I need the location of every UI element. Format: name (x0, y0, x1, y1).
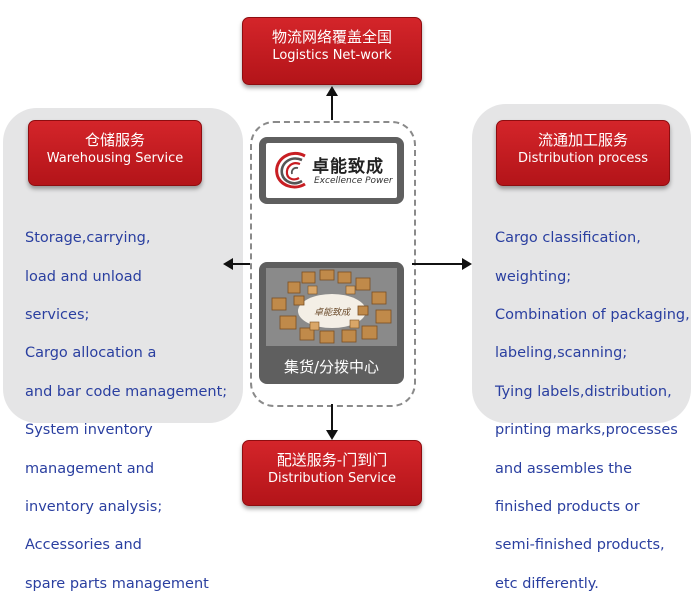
distribution-line: semi-finished products, (495, 537, 665, 554)
arrow-up-head-icon (326, 86, 338, 96)
logistics-network-title-en: Logistics Net-work (272, 48, 392, 63)
distribution-line: labeling,scanning; (495, 345, 628, 362)
logo-text-cn: 卓能致成 (312, 157, 384, 177)
logo-box: 卓能致成 Excellence Power (259, 137, 404, 204)
warehousing-line: Cargo allocation a (25, 345, 157, 362)
hub-caption: 集货/分拨中心 (283, 358, 380, 376)
logo-text-en: Excellence Power (314, 176, 393, 186)
distribution-line: finished products or (495, 499, 640, 516)
arrow-right-line (412, 263, 462, 265)
arrow-left-line (232, 263, 250, 265)
warehousing-line: management and (25, 460, 155, 477)
warehousing-line: inventory analysis; (25, 499, 163, 516)
distribution-line: weighting; (495, 268, 572, 285)
warehousing-service-box: 仓储服务 Warehousing Service (28, 120, 202, 186)
arrow-left-head-icon (223, 258, 233, 270)
distribution-service-title-cn: 配送服务-门到门 (276, 451, 388, 469)
warehousing-line: and bar code management; (25, 383, 228, 400)
warehousing-line: spare parts management (25, 575, 209, 592)
hub-image-sign: 卓能致成 (314, 307, 352, 318)
distribution-process-title-en: Distribution process (518, 151, 648, 166)
distribution-line: Combination of packaging, (495, 307, 690, 324)
warehousing-line: load and unload (25, 268, 142, 285)
warehousing-line: Accessories and (25, 537, 142, 554)
distribution-process-box: 流通加工服务 Distribution process (496, 120, 670, 186)
warehousing-line: System inventory (25, 422, 153, 439)
distribution-line: and assembles the (495, 460, 633, 477)
distribution-line: Tying labels,distribution, (495, 383, 672, 400)
logistics-network-title-cn: 物流网络覆盖全国 (271, 28, 392, 46)
swirl-logo-icon (275, 151, 306, 189)
arrow-down-head-icon (326, 430, 338, 440)
logistics-network-box: 物流网络覆盖全国 Logistics Net-work (242, 17, 422, 85)
distribution-service-title-en: Distribution Service (267, 471, 397, 486)
warehousing-line: services; (25, 307, 90, 324)
distribution-line: printing marks,processes (495, 422, 678, 439)
arrow-down-line (331, 404, 333, 432)
warehousing-title-cn: 仓储服务 (84, 131, 145, 149)
arrow-right-head-icon (462, 258, 472, 270)
warehousing-title-en: Warehousing Service (46, 151, 184, 166)
warehousing-line: Storage,carrying, (25, 230, 151, 247)
distribution-line: Cargo classification, (495, 230, 641, 247)
distribution-line: etc differently. (495, 575, 599, 592)
distribution-process-description: Cargo classification, weighting; Combina… (495, 210, 690, 613)
distribution-process-title-cn: 流通加工服务 (537, 131, 628, 149)
logo-panel: 卓能致成 Excellence Power (266, 143, 397, 198)
warehousing-description: Storage,carrying, load and unload servic… (25, 210, 240, 613)
distribution-service-box: 配送服务-门到门 Distribution Service (242, 440, 422, 506)
cargo-boxes-image: 卓能致成 (266, 268, 397, 346)
arrow-up-line (331, 92, 333, 120)
hub-image-box: 卓能致成 集货/分拨中心 (259, 262, 404, 384)
